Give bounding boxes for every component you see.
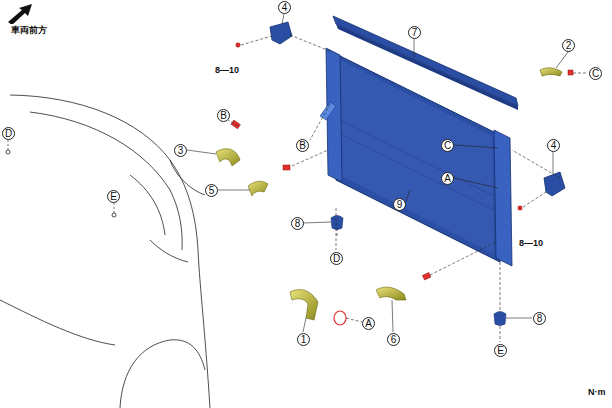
callout-circle: 6 xyxy=(387,333,400,346)
callout-number: 6 xyxy=(391,335,397,345)
callout-number: B xyxy=(299,141,306,151)
callout-circle: 3 xyxy=(174,144,187,157)
callout-number: C xyxy=(592,69,599,79)
callout-number: 7 xyxy=(412,28,418,38)
callout-number: 4 xyxy=(551,141,557,151)
callout-number: 1 xyxy=(301,335,307,345)
callout-circle: 9 xyxy=(393,198,406,211)
callout-circle: 5 xyxy=(205,184,218,197)
callout-circle: 8 xyxy=(291,217,304,230)
torque-value: 8—10 xyxy=(214,65,240,75)
callout-number: E xyxy=(110,192,117,202)
callout-number: 9 xyxy=(397,200,403,210)
callout-number: 8 xyxy=(537,314,543,324)
callout-circle: A xyxy=(362,317,375,330)
callout-circle: D xyxy=(2,127,15,140)
callout-circle: E xyxy=(107,190,120,203)
callout-circle: B xyxy=(296,139,309,152)
callout-number: A xyxy=(365,319,372,329)
callout-number: 3 xyxy=(178,146,184,156)
callout-circle: 4 xyxy=(547,139,560,152)
direction-label: 車両前方 xyxy=(10,24,48,37)
torque-value: 8—10 xyxy=(518,238,544,248)
callout-number: C xyxy=(444,141,451,151)
callout-circle: 4 xyxy=(278,1,291,14)
callout-number: E xyxy=(497,346,504,356)
callout-circle: D xyxy=(330,252,343,265)
callout-number: 4 xyxy=(282,3,288,13)
callout-number: 5 xyxy=(209,186,215,196)
callout-number: A xyxy=(444,174,451,184)
callout-circle: E xyxy=(494,344,507,357)
callout-number: D xyxy=(333,254,340,264)
callout-circle: 7 xyxy=(408,26,421,39)
callout-circle: C xyxy=(441,139,454,152)
callout-number: D xyxy=(5,129,12,139)
callout-circle: 1 xyxy=(297,333,310,346)
callout-circle: A xyxy=(441,172,454,185)
callout-number: B xyxy=(220,111,227,121)
callout-circle: B xyxy=(217,109,230,122)
callout-circle: 2 xyxy=(562,39,575,52)
unit-label: N·m xyxy=(587,387,607,397)
callout-number: 2 xyxy=(566,41,572,51)
callout-circle: 8 xyxy=(533,312,546,325)
callout-circle: C xyxy=(589,67,602,80)
callout-number: 8 xyxy=(295,219,301,229)
